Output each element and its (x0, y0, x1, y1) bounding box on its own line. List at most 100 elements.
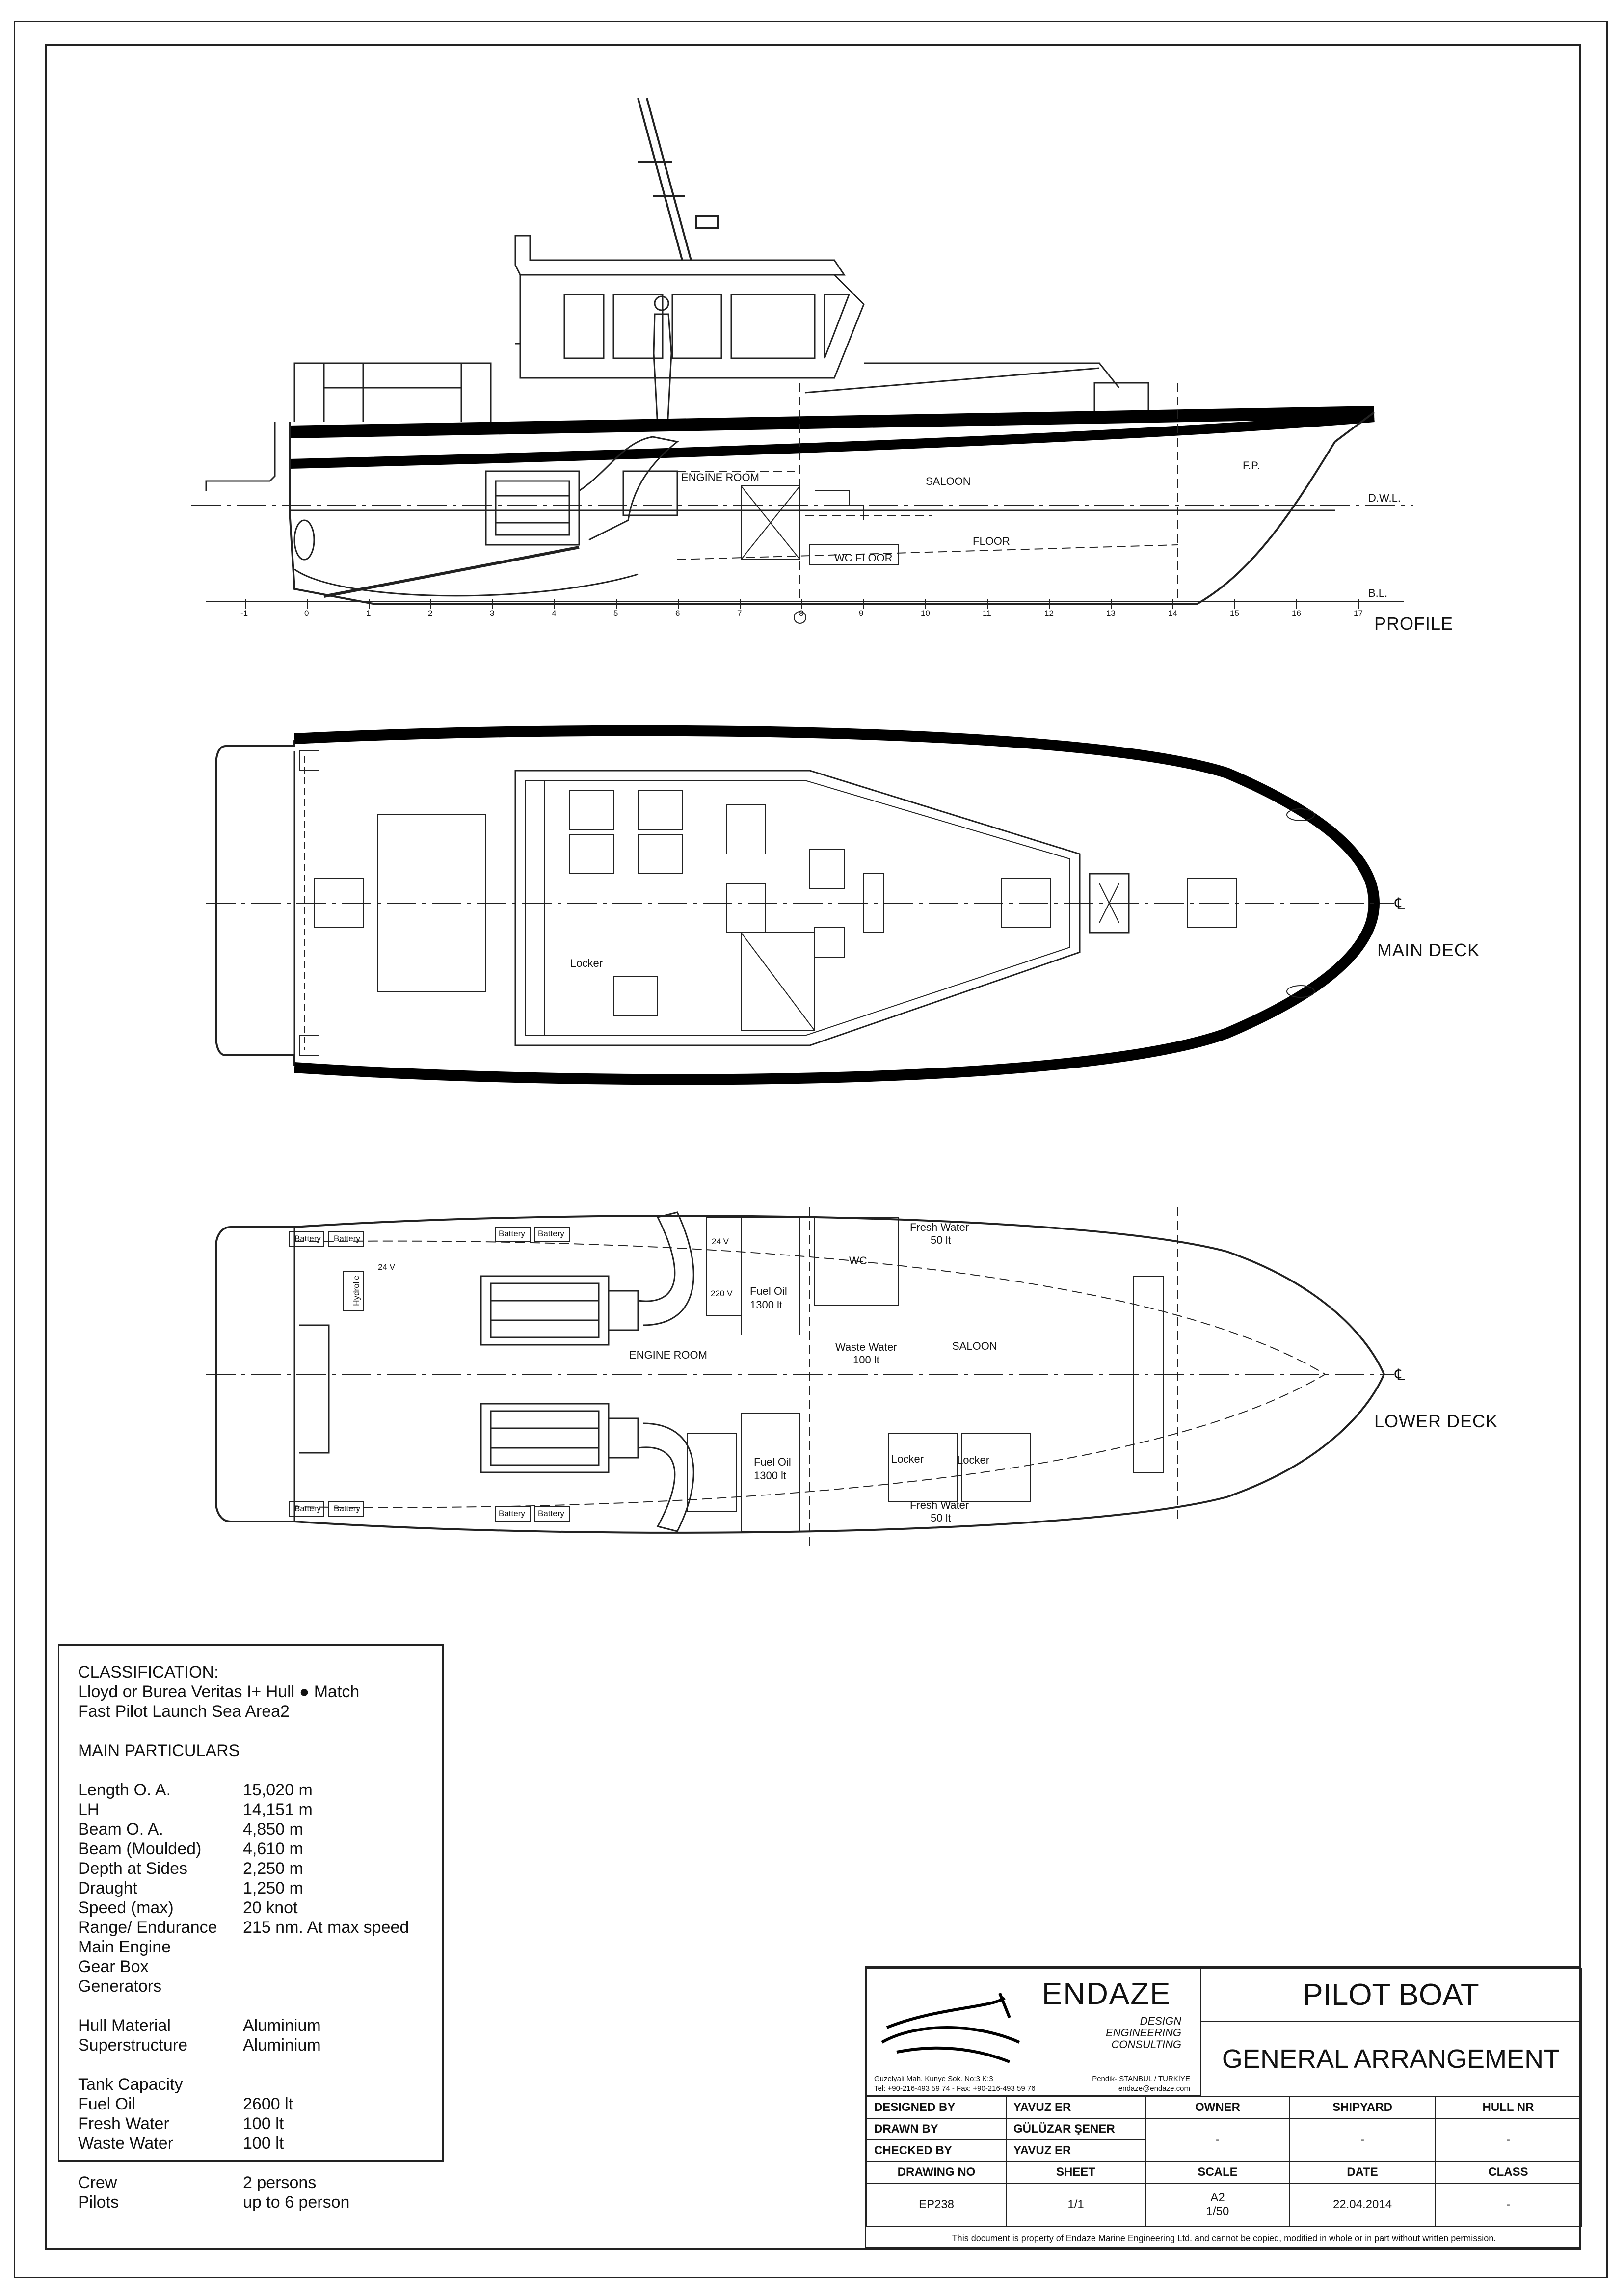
sheet-value: 1/1 (1006, 2183, 1146, 2227)
fuel-oil-port-qty: 1300 lt (754, 1469, 787, 1482)
main-deck-centerline-symbol: ℄ (1395, 895, 1405, 912)
classification-line: Fast Pilot Launch Sea Area2 (78, 1702, 290, 1721)
battery-label: Battery (538, 1229, 564, 1238)
lower-deck-hull (215, 1215, 1385, 1534)
waste-water-qty: 100 lt (853, 1354, 879, 1366)
battery-label: Battery (499, 1229, 525, 1238)
locker-label: Locker (957, 1454, 990, 1466)
drawing-inner-border (45, 44, 1581, 2250)
lower-saloon-label: SALOON (952, 1340, 997, 1352)
profile-frame-label: 15 (1230, 609, 1239, 618)
profile-title: PROFILE (1374, 614, 1454, 634)
fuel-oil-stbd-qty: 1300 lt (750, 1299, 783, 1311)
profile-wc-floor-label: WC FLOOR (834, 552, 893, 564)
main-deck-locker-label: Locker (570, 957, 603, 969)
company-email: endaze@endaze.com (1118, 2084, 1190, 2093)
profile-view (191, 98, 1413, 624)
fresh-water-port-label: Fresh Water (910, 1499, 969, 1511)
drawing-title: GENERAL ARRANGEMENT (1200, 2021, 1582, 2097)
scale-value-cell: A2 1/50 (1145, 2183, 1290, 2227)
profile-frame-label: -1 (240, 609, 248, 618)
profile-frame-label: 5 (613, 609, 618, 618)
tank-capacity-title: Tank Capacity (78, 2075, 183, 2094)
lower-deck-rooms (687, 1207, 1178, 1546)
profile-frame-ticks (245, 599, 1359, 609)
fresh-water-stbd-label: Fresh Water (910, 1221, 969, 1233)
voltage-24v-label: 24 V (712, 1237, 729, 1246)
main-deck-title: MAIN DECK (1377, 940, 1480, 960)
sheet-label: SHEET (1006, 2161, 1146, 2184)
hydrolic-label: Hydrolic (351, 1276, 361, 1306)
company-address: Guzelyali Mah. Kunye Sok. No:3 K:3 (874, 2075, 993, 2083)
main-deck-house (514, 770, 1081, 1046)
profile-frame-label: 6 (675, 609, 680, 618)
shipyard-value: - (1289, 2118, 1436, 2162)
lower-deck-engines (480, 1211, 694, 1532)
profile-engine-room-label: ENGINE ROOM (681, 471, 759, 483)
drawing-no-value: EP238 (866, 2183, 1007, 2227)
lower-deck-centerline-symbol: ℄ (1395, 1366, 1405, 1384)
main-deck-hull (215, 731, 1371, 1078)
class-label: CLASS (1435, 2161, 1582, 2184)
drawing-no-label: DRAWING NO (866, 2161, 1007, 2184)
company-logo-cell: ENDAZE DESIGN ENGINEERING CONSULTING Guz… (866, 1968, 1201, 2096)
fresh-water-port-qty: 50 lt (931, 1512, 951, 1524)
designed-by-value: YAVUZ ER (1006, 2096, 1146, 2119)
company-city: Pendik-İSTANBUL / TURKİYE (1092, 2075, 1190, 2083)
main-deck-view (206, 725, 1394, 1085)
scale-paper: A2 (1210, 2191, 1225, 2204)
drawn-by-value: GÜLÜZAR ŞENER (1006, 2118, 1146, 2140)
waste-water-label: Waste Water (835, 1341, 897, 1353)
company-address: Tel: +90-216-493 59 74 - Fax: +90-216-49… (874, 2084, 1036, 2093)
main-deck-seats (569, 790, 766, 1016)
date-label: DATE (1289, 2161, 1436, 2184)
checked-by-label: CHECKED BY (866, 2139, 1007, 2162)
mast (637, 98, 719, 261)
particular-row: Speed (max)20 knot (78, 1898, 298, 1917)
drawn-by-label: DRAWN BY (866, 2118, 1007, 2140)
battery-label: Battery (294, 1504, 321, 1513)
battery-label: Battery (294, 1234, 321, 1243)
profile-dwl-label: D.W.L. (1368, 492, 1401, 504)
classification-title: CLASSIFICATION: (78, 1663, 219, 1682)
fender-upper (289, 406, 1375, 438)
particulars-box: CLASSIFICATION: Lloyd or Burea Veritas I… (58, 1644, 444, 2212)
company-tagline: DESIGN (1140, 2015, 1181, 2027)
fuel-oil-stbd-label: Fuel Oil (750, 1285, 787, 1297)
particular-row: Gear Box (78, 1957, 149, 1976)
profile-frame-label: 9 (859, 609, 864, 618)
battery-label: Battery (334, 1504, 360, 1513)
scale-label: SCALE (1145, 2161, 1290, 2184)
lower-deck-view (206, 1207, 1394, 1546)
profile-frame-label: 0 (304, 609, 309, 618)
date-value: 22.04.2014 (1289, 2183, 1436, 2227)
drawing-outer-border (14, 21, 1608, 2278)
classification-line: Lloyd or Burea Veritas I+ Hull ● Match (78, 1682, 360, 1701)
profile-frame-label: 1 (366, 609, 371, 618)
hull-profile (289, 411, 1375, 605)
lower-deck-title: LOWER DECK (1374, 1411, 1498, 1431)
voltage-24v-label: 24 V (378, 1262, 395, 1272)
wc-label: WC (849, 1255, 867, 1267)
hull-nr-label: HULL NR (1435, 2096, 1582, 2119)
profile-frame-label: 2 (428, 609, 433, 618)
battery-label: Battery (499, 1509, 525, 1518)
battery-label: Battery (538, 1509, 564, 1518)
profile-frame-label: 17 (1354, 609, 1363, 618)
battery-label: Battery (334, 1234, 360, 1243)
profile-frame-label: 8 (799, 609, 804, 618)
profile-bl-label: B.L. (1368, 587, 1388, 599)
disclaimer: This document is property of Endaze Mari… (952, 2233, 1496, 2243)
title-block: ENDAZE DESIGN ENGINEERING CONSULTING Guz… (865, 1966, 1582, 2249)
profile-frame-label: 13 (1106, 609, 1116, 618)
profile-frame-label: 14 (1168, 609, 1177, 618)
shipyard-label: SHIPYARD (1289, 2096, 1436, 2119)
